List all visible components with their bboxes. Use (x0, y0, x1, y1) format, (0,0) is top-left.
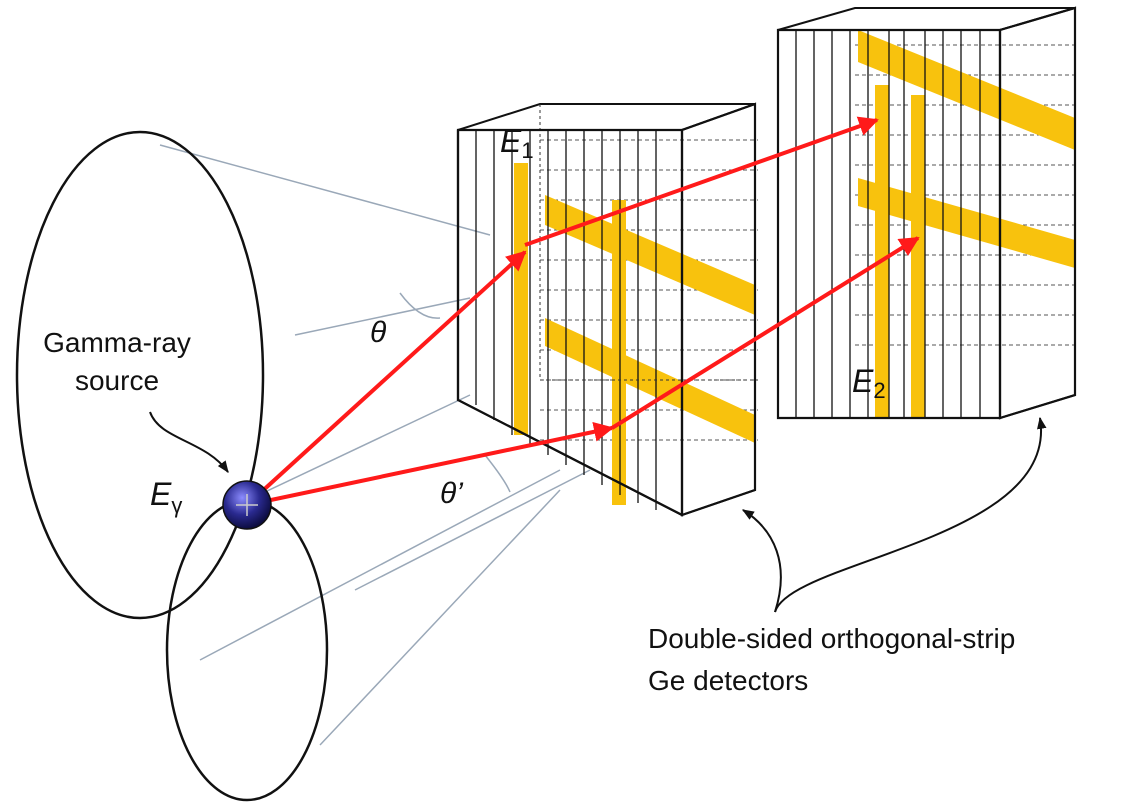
ray-e1-to-e2-upper (524, 116, 879, 247)
ray-e1-to-e2-lower (610, 236, 920, 430)
cone-guide-lines (159, 144, 591, 746)
theta-label: θ (370, 316, 387, 349)
theta-prime-arc (484, 454, 511, 493)
ray-source-to-e1-lower (246, 421, 614, 507)
e1-pointer-arrow (741, 509, 782, 613)
theta-prime-label: θ’ (440, 477, 464, 510)
e-gamma-label: Eγ (150, 476, 182, 518)
theta-arc (399, 292, 441, 319)
source-label-line1: Gamma-ray (43, 327, 191, 358)
source-pointer-arrow (149, 411, 229, 473)
e2-vertical-strips (795, 30, 981, 418)
e2-label: E2 (852, 363, 886, 403)
detectors-label-line1: Double-sided orthogonal-strip (648, 623, 1015, 654)
cone-ellipse-upper (15, 130, 265, 620)
e1-label: E1 (500, 123, 534, 163)
e2-yellow-vertical-strips (875, 85, 925, 418)
detector-e2 (776, 6, 1077, 420)
detector-e1 (456, 102, 758, 517)
source-label-line2: source (75, 365, 159, 396)
e2-pointer-arrow (774, 416, 1047, 613)
ray-paths (245, 116, 920, 507)
cone-ellipse-lower (165, 498, 329, 802)
e1-yellow-vertical-strips (514, 163, 626, 505)
detectors-label-line2: Ge detectors (648, 665, 808, 696)
ray-source-to-e1-upper (245, 250, 527, 507)
gamma-source-marker (222, 480, 272, 530)
